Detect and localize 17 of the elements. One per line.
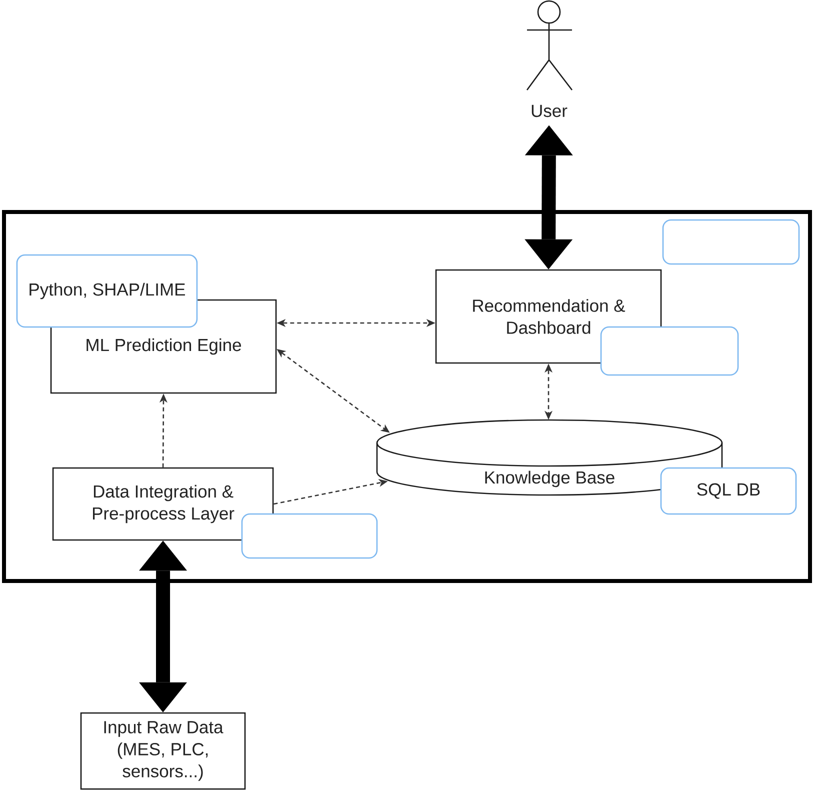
dashed-arrow xyxy=(544,364,553,420)
rounded-box xyxy=(241,513,378,559)
dashed-arrow xyxy=(276,319,436,328)
dashed-arrow xyxy=(159,394,168,468)
process-box: Recommendation & Dashboard xyxy=(435,269,662,364)
thick-arrow xyxy=(139,540,188,712)
process-box: Data Integration & Pre-process Layer xyxy=(52,467,274,541)
tag-box: Python, SHAP/LIME xyxy=(16,254,198,328)
process-box: Input Raw Data (MES, PLC, sensors...) xyxy=(80,712,246,790)
actor-label: User xyxy=(532,104,568,118)
dashed-arrow xyxy=(276,349,390,433)
dashed-arrow xyxy=(274,479,388,505)
rounded-box xyxy=(600,326,739,376)
container-frame xyxy=(2,210,812,583)
thick-arrow xyxy=(524,125,573,270)
rounded-box xyxy=(662,219,800,265)
tag-box: SQL DB xyxy=(660,467,797,515)
